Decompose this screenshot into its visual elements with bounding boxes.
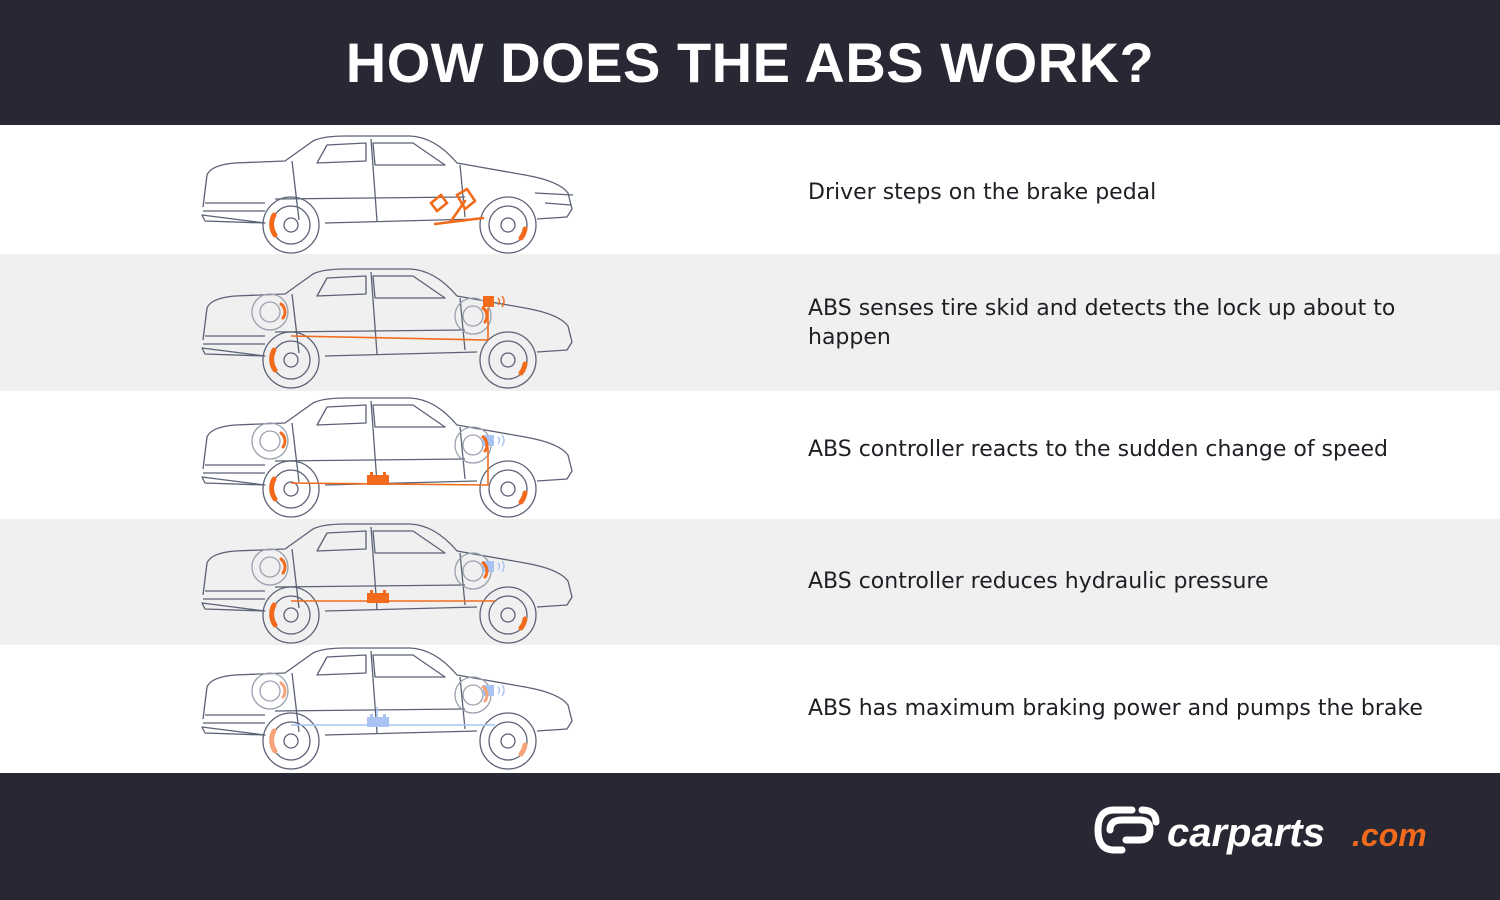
step-row-4: ABS controller reduces hydraulic pressur… — [0, 519, 1500, 645]
step-row-3: ABS controller reacts to the sudden chan… — [0, 391, 1500, 519]
car-illustration-4 — [201, 523, 573, 644]
header: HOW DOES THE ABS WORK? — [0, 0, 1500, 125]
page-title: HOW DOES THE ABS WORK? — [345, 31, 1155, 94]
wheel-front — [479, 196, 537, 254]
abs-sensor — [483, 435, 494, 446]
step-caption-4: ABS controller reduces hydraulic pressur… — [808, 569, 1269, 594]
step-caption-2: ABS senses tire skid and detects the loc… — [808, 296, 1396, 350]
abs-controller — [367, 714, 389, 727]
abs-sensor — [483, 685, 494, 696]
brake-calipers — [269, 431, 528, 505]
brake-line — [290, 308, 489, 341]
step-row-2: ABS senses tire skid and detects the loc… — [0, 254, 1500, 391]
logo-suffix: .com — [1352, 817, 1427, 853]
car-window — [316, 142, 446, 166]
brake-calipers — [269, 681, 528, 757]
footer — [0, 773, 1500, 900]
step-caption-3: ABS controller reacts to the sudden chan… — [808, 437, 1389, 462]
car-illustration-1 — [201, 135, 574, 254]
sensor-signal-icon — [497, 434, 505, 447]
wheel-rear — [262, 196, 320, 254]
abs-sensor — [483, 561, 494, 572]
sensor-signal-icon — [497, 560, 505, 573]
step-row-1: Driver steps on the brake pedal — [0, 125, 1500, 254]
car-body — [201, 135, 573, 224]
step-caption-1: Driver steps on the brake pedal — [808, 180, 1157, 205]
car-illustration-2 — [201, 268, 573, 389]
abs-controller — [367, 472, 389, 485]
logo-brand: carparts — [1167, 811, 1325, 855]
step-row-5: ABS has maximum braking power and pumps … — [0, 645, 1500, 773]
brake-calipers — [269, 557, 528, 631]
steps-list: Driver steps on the brake pedal — [0, 125, 1500, 773]
car-illustration-3 — [201, 397, 573, 518]
brake-calipers — [269, 212, 528, 241]
car-illustration-5 — [201, 647, 573, 770]
step-caption-5: ABS has maximum braking power and pumps … — [808, 696, 1423, 721]
brake-pedal — [429, 187, 485, 226]
brake-calipers — [269, 302, 528, 376]
bumper — [534, 192, 574, 206]
brake-line — [290, 447, 489, 486]
rocker — [203, 196, 466, 212]
abs-sensor — [483, 296, 494, 307]
sensor-signal-icon — [497, 295, 505, 308]
sensor-signal-icon — [497, 684, 505, 697]
brake-line — [291, 707, 495, 726]
carparts-logo-icon — [1094, 806, 1160, 854]
carparts-logo[interactable]: carparts .com — [1092, 800, 1452, 865]
abs-controller — [367, 590, 389, 603]
